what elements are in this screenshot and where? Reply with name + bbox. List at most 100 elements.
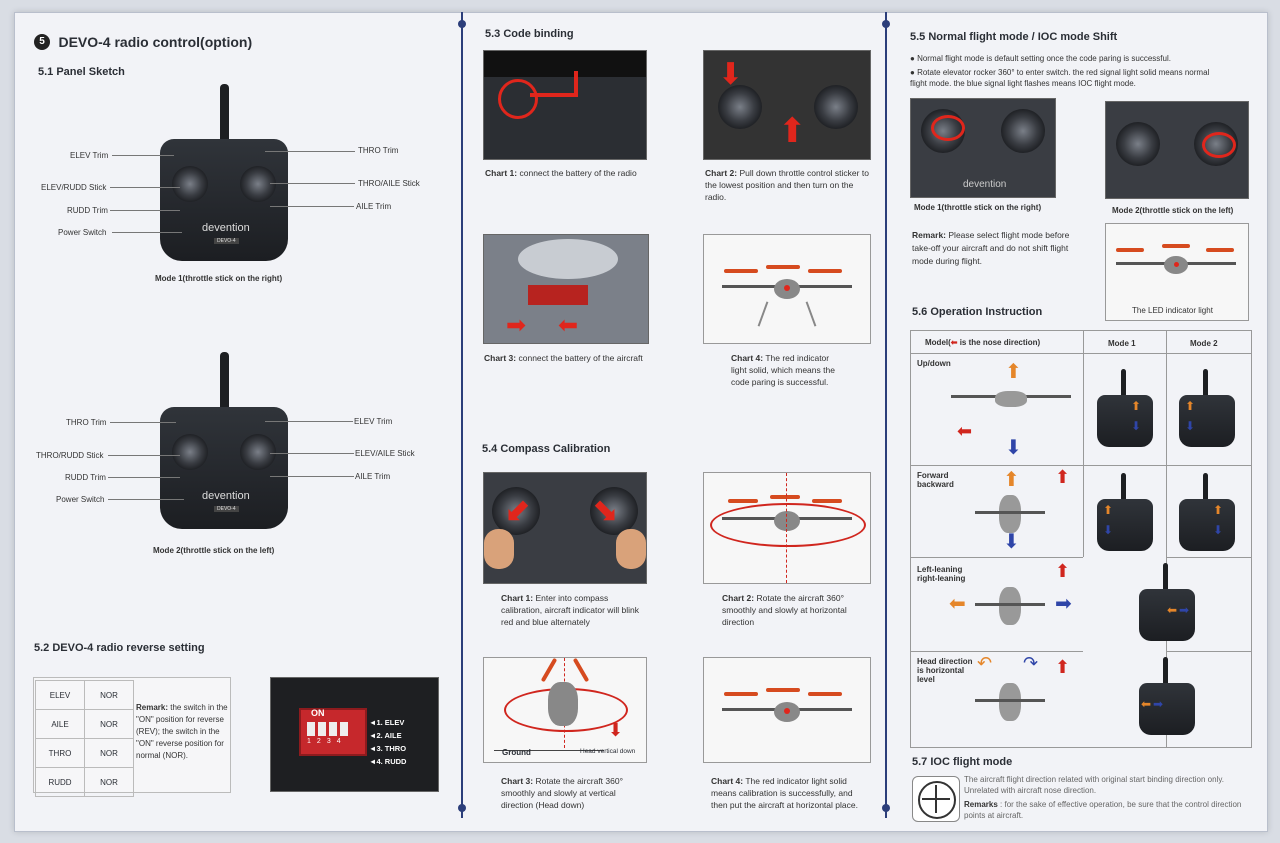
photo-red-indicator bbox=[703, 234, 871, 344]
photo-rotate-vertical: Ground Head vertical down ⬇ bbox=[483, 657, 647, 763]
section-number-badge: 5 bbox=[34, 33, 50, 50]
channel-name: THRO bbox=[35, 738, 85, 768]
brand-logo: devention bbox=[202, 222, 250, 234]
left-stick bbox=[172, 166, 208, 202]
model-plate: DEVO-4 bbox=[214, 238, 239, 244]
ioc-description: The aircraft flight direction related wi… bbox=[964, 775, 1224, 795]
s53-chart4-caption: Chart 4: The red indicator light solid, … bbox=[731, 353, 835, 387]
right-stick bbox=[240, 166, 276, 202]
section-5-4-title: 5.4 Compass Calibration bbox=[482, 443, 611, 455]
m2-label-thro-rudd-stick: THRO/RUDD Stick bbox=[36, 451, 104, 460]
dip-label: ◄4. RUDD bbox=[369, 757, 407, 766]
m1-label-thro-aile-stick: THRO/AILE Stick bbox=[358, 179, 420, 188]
photo-led-indicator: The LED indicator light bbox=[1105, 223, 1249, 321]
model-plate: DEVO-4 bbox=[214, 506, 239, 512]
antenna bbox=[220, 352, 229, 412]
s55-remark: Remark: Please select flight mode before… bbox=[912, 230, 1070, 266]
m2-label-elev-trim: ELEV Trim bbox=[354, 417, 393, 426]
led-caption: The LED indicator light bbox=[1132, 306, 1213, 315]
channel-name: AILE bbox=[35, 709, 85, 739]
section-5-title: DEVO-4 radio control(option) bbox=[58, 33, 253, 50]
channel-name: ELEV bbox=[35, 680, 85, 710]
m2-label-elev-aile-stick: ELEV/AILE Stick bbox=[355, 449, 415, 458]
photo-mode2-sticks bbox=[1105, 101, 1249, 199]
m1-label-rudd-trim: RUDD Trim bbox=[67, 206, 108, 215]
drone-top-view bbox=[975, 667, 1045, 737]
channel-state: NOR bbox=[84, 767, 134, 797]
operation-table: Model(⬅ is the nose direction) Mode 1 Mo… bbox=[910, 330, 1252, 748]
photo-radio-battery bbox=[483, 50, 647, 160]
rotate-icon bbox=[1202, 132, 1236, 158]
m2-label-rudd-trim: RUDD Trim bbox=[65, 473, 106, 482]
photo-compass-sticks: ⬋ ⬊ bbox=[483, 472, 647, 584]
s53-chart1-caption: Chart 1: connect the battery of the radi… bbox=[485, 168, 637, 178]
dip-switch-photo: ON 1234 ◄1. ELEV ◄2. AILE ◄3. THRO ◄4. R… bbox=[270, 677, 439, 792]
column-divider-2 bbox=[882, 12, 890, 818]
rotate-right-icon: ↷ bbox=[1023, 653, 1039, 673]
dip-label: ◄1. ELEV bbox=[369, 718, 405, 727]
m1-label-elev-rudd-stick: ELEV/RUDD Stick bbox=[41, 183, 107, 192]
dip-label: ◄2. AILE bbox=[369, 731, 402, 740]
brand-logo: devention bbox=[963, 179, 1007, 190]
column-divider-1 bbox=[458, 12, 466, 818]
compass-cross-icon bbox=[912, 776, 960, 822]
arrow-down-icon: ⬇ bbox=[718, 58, 744, 91]
left-stick bbox=[172, 434, 208, 470]
mini-transmitter: ⬆ ⬇ bbox=[1097, 473, 1153, 553]
mini-transmitter: ⬆ ⬇ bbox=[1097, 369, 1153, 449]
s55-bullet-1: ● Normal flight mode is default setting … bbox=[910, 54, 1171, 63]
s54-chart1-caption: Chart 1: Enter into compass calibration,… bbox=[501, 593, 639, 627]
dip-numbers: 1234 bbox=[307, 738, 347, 745]
antenna bbox=[220, 84, 229, 144]
section-5-7-title: 5.7 IOC flight mode bbox=[912, 756, 1013, 768]
arrow-up-icon: ⬆ bbox=[1003, 469, 1020, 491]
s54-chart3-caption: Chart 3: Rotate the aircraft 360° smooth… bbox=[501, 776, 623, 810]
arrow-down-icon: ⬇ bbox=[1003, 531, 1020, 553]
drone-side-view bbox=[951, 387, 1071, 437]
photo-throttle-down: ⬇ ⬆ bbox=[703, 50, 871, 160]
channel-state: NOR bbox=[84, 709, 134, 739]
photo-calibration-done bbox=[703, 657, 871, 763]
arrow-left-icon: ⬅ bbox=[558, 312, 579, 339]
mode1-caption: Mode 1(throttle stick on the right) bbox=[155, 274, 283, 283]
reverse-remark: Remark: the switch in the "ON" position … bbox=[136, 703, 228, 760]
mini-transmitter: ⬅ ➡ bbox=[1139, 563, 1195, 643]
s55-bullet-2: ● Rotate elevator rocker 360° to enter s… bbox=[910, 68, 1210, 88]
header-mode1: Mode 1 bbox=[1108, 339, 1136, 348]
rotate-left-icon: ↶ bbox=[977, 653, 993, 673]
ground-label: Ground bbox=[502, 748, 531, 757]
nose-arrow-icon: ⬅ bbox=[950, 338, 958, 347]
m1-label-thro-trim: THRO Trim bbox=[358, 146, 399, 155]
header-mode2: Mode 2 bbox=[1190, 339, 1218, 348]
section-5-6-title: 5.6 Operation Instruction bbox=[912, 306, 1043, 318]
row-label-leaning: Left-leaning right-leaning bbox=[917, 565, 966, 583]
arrow-up-icon: ⬆ bbox=[778, 112, 807, 150]
s53-chart3-caption: Chart 3: connect the battery of the airc… bbox=[484, 353, 643, 363]
row-label-updown: Up/down bbox=[917, 359, 951, 368]
header-model: Model(⬅ is the nose direction) bbox=[925, 338, 1041, 347]
transmitter-mode1: devention DEVO-4 bbox=[160, 84, 290, 264]
photo-mode1-sticks: devention bbox=[910, 98, 1056, 198]
nose-arrow-up-icon: ⬆ bbox=[1055, 657, 1071, 677]
channel-state: NOR bbox=[84, 738, 134, 768]
section-5-3-title: 5.3 Code binding bbox=[485, 28, 574, 40]
section-5-2-title: 5.2 DEVO-4 radio reverse setting bbox=[34, 642, 205, 654]
m2-label-aile-trim: AILE Trim bbox=[355, 472, 391, 481]
transmitter-mode2: devention DEVO-4 bbox=[160, 352, 290, 532]
right-stick bbox=[240, 434, 276, 470]
section-5-5-title: 5.5 Normal flight mode / IOC mode Shift bbox=[910, 31, 1118, 43]
channel-state: NOR bbox=[84, 680, 134, 710]
arrow-down-left-icon: ⬋ bbox=[504, 492, 531, 528]
arrow-down-icon: ⬇ bbox=[608, 720, 624, 740]
rotate-icon bbox=[931, 115, 965, 141]
row-label-head: Head direction is horizontal level bbox=[917, 657, 973, 684]
section-5-1-title: 5.1 Panel Sketch bbox=[38, 66, 125, 78]
head-down-label: Head vertical down bbox=[580, 748, 636, 755]
arrow-left-icon: ⬅ bbox=[949, 593, 966, 615]
